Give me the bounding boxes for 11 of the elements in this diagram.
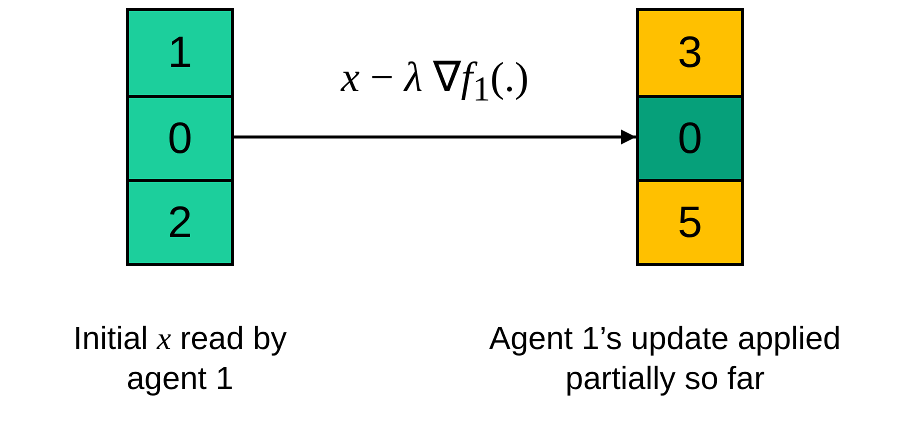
vector-cell: 3 (639, 11, 741, 95)
vector-cell: 0 (129, 95, 231, 179)
vector-cell: 5 (639, 179, 741, 263)
vector-column (636, 8, 744, 266)
vector-cell: 1 (129, 11, 231, 95)
arrow (234, 130, 636, 144)
vector-cell: 2 (129, 179, 231, 263)
node-caption: Initial x read by agent 1 (72, 319, 288, 398)
vector-column (126, 8, 234, 266)
vector-cell: 0 (639, 95, 741, 179)
node-caption: Agent 1’s update applied partially so far (488, 319, 842, 398)
